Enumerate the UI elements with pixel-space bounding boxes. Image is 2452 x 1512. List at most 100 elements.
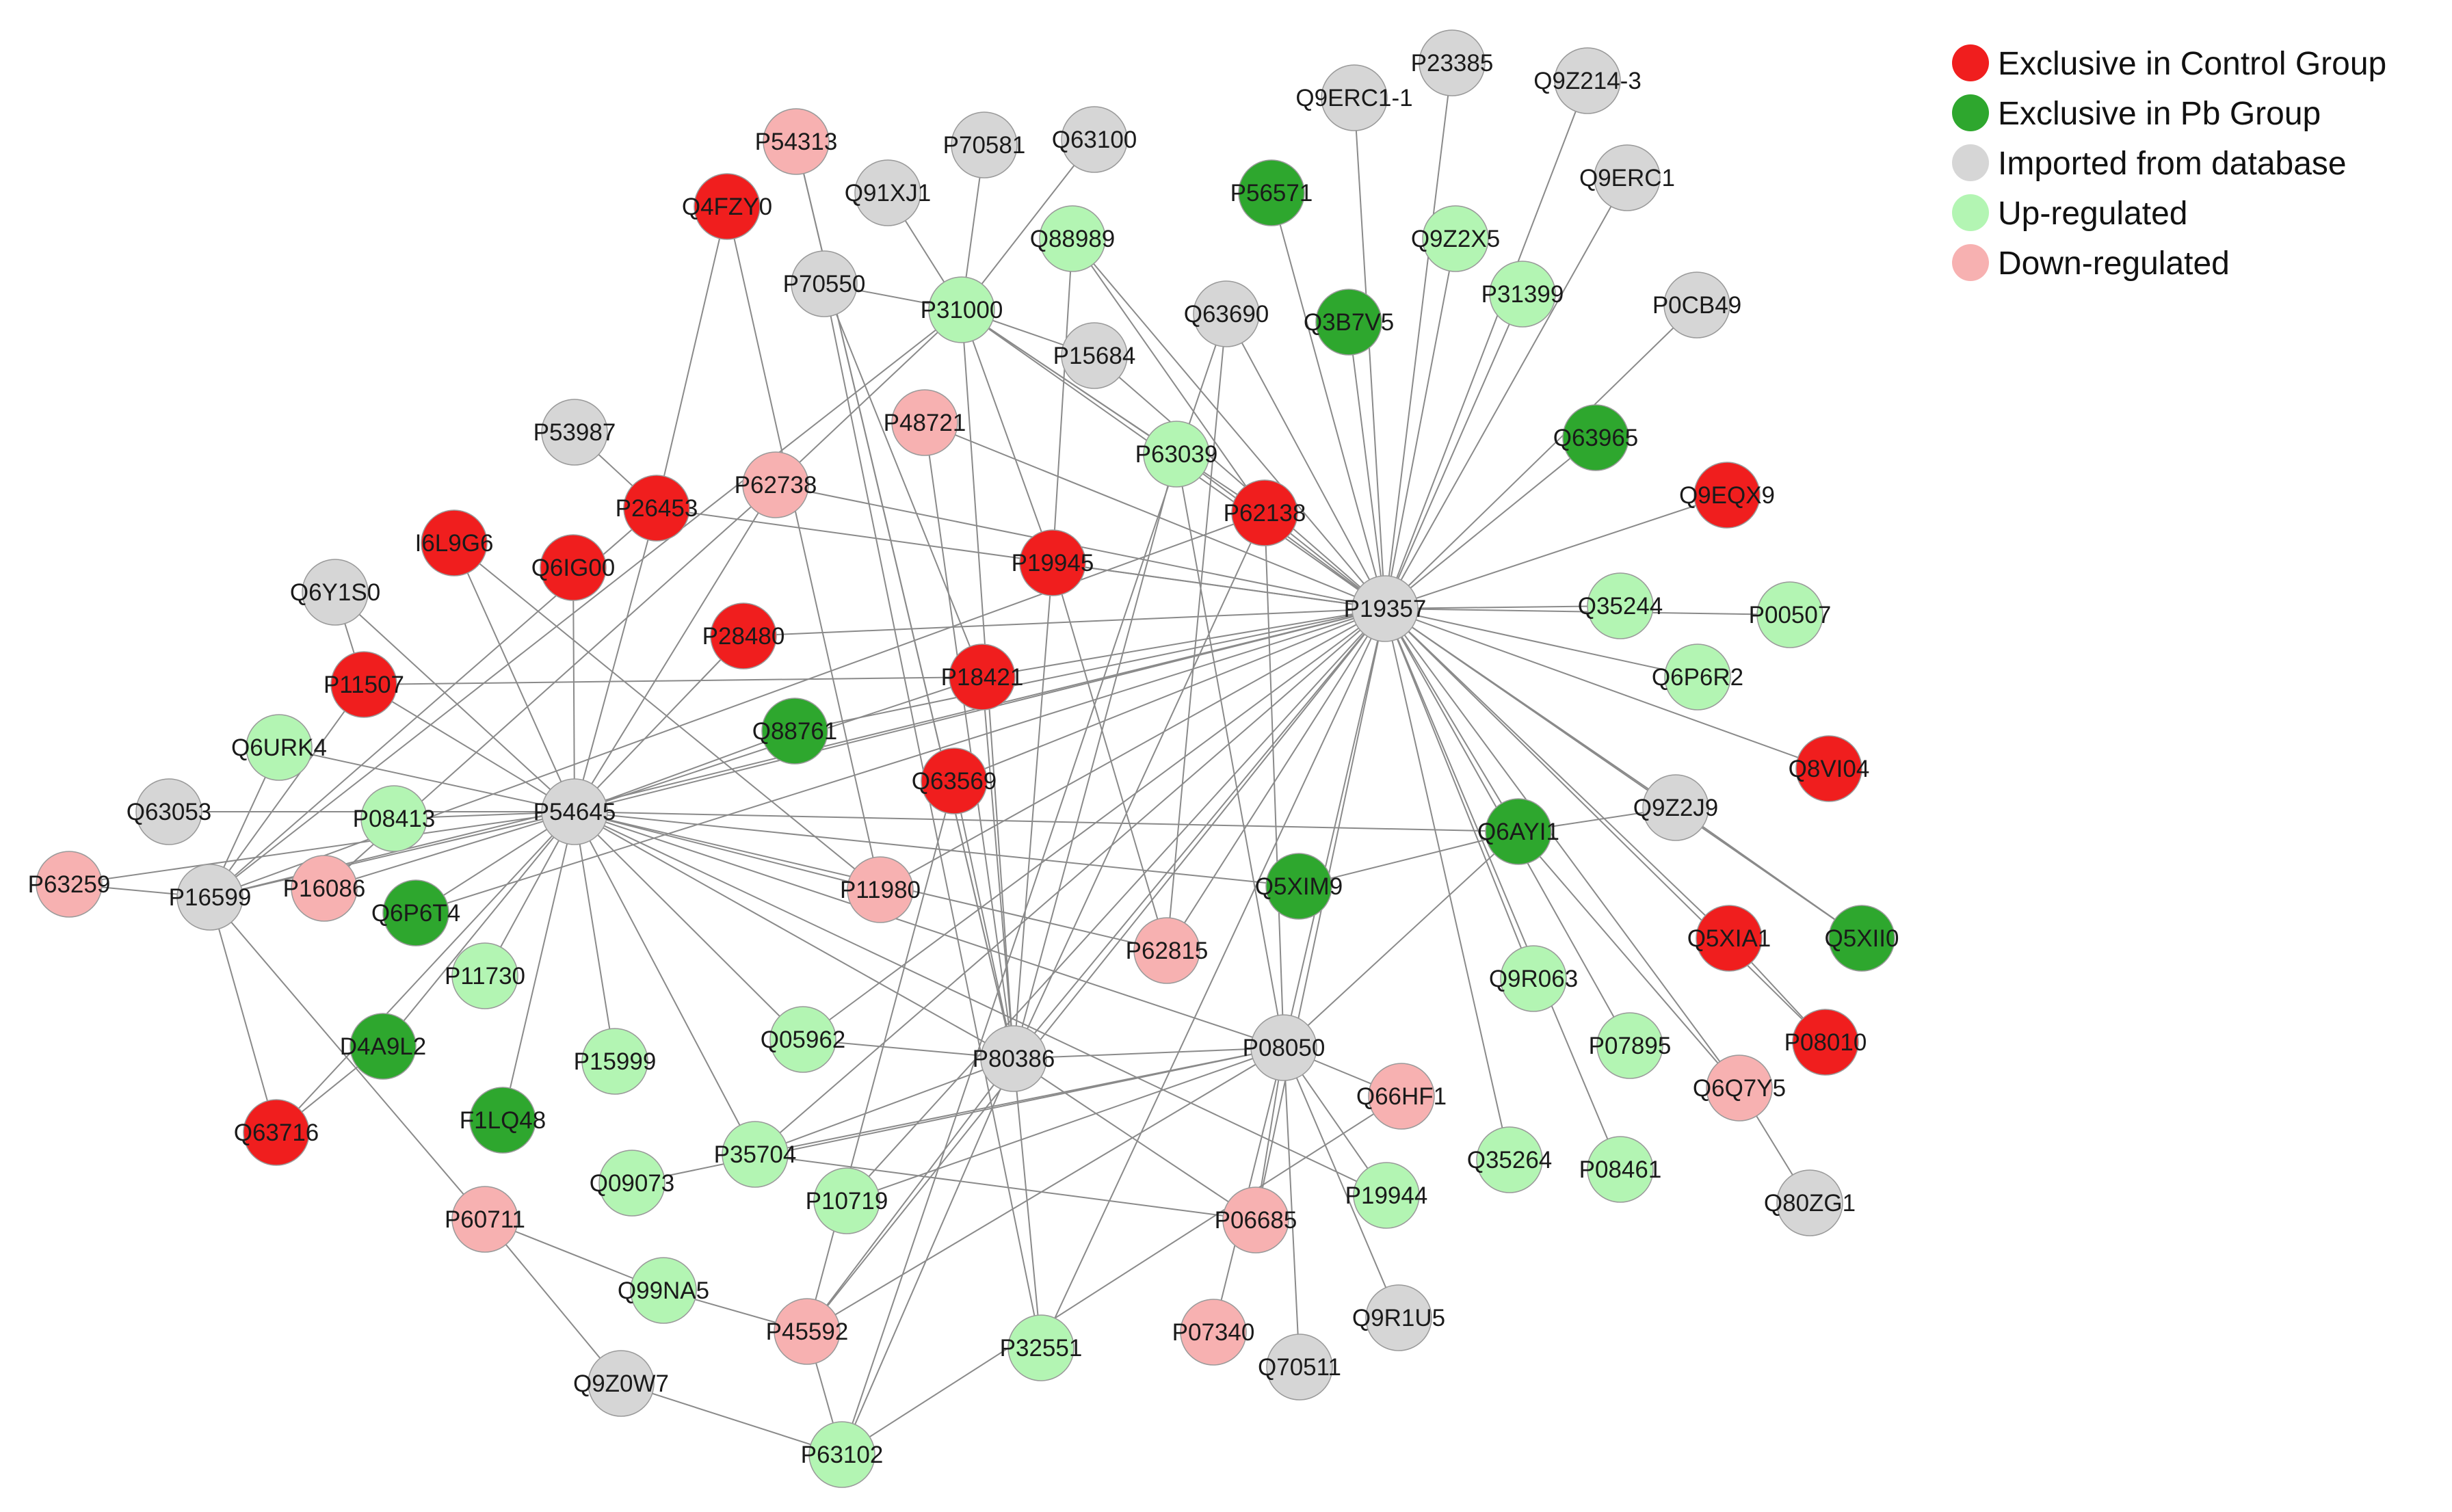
- edge-P54645-F1LQ48: [502, 811, 575, 1121]
- node-P08010[interactable]: P08010: [1784, 1009, 1867, 1076]
- node-P35704[interactable]: P35704: [714, 1121, 797, 1188]
- node-Q6Y1S0[interactable]: Q6Y1S0: [290, 559, 380, 626]
- node-P60711[interactable]: P60711: [445, 1186, 525, 1253]
- node-Q91XJ1[interactable]: Q91XJ1: [845, 159, 931, 226]
- node-Q9EQX9[interactable]: Q9EQX9: [1679, 462, 1775, 529]
- node-Q63716[interactable]: Q63716: [234, 1099, 319, 1166]
- node-P62815[interactable]: P62815: [1126, 917, 1209, 984]
- node-P07895[interactable]: P07895: [1589, 1012, 1672, 1079]
- node-D4A9L2[interactable]: D4A9L2: [340, 1013, 426, 1080]
- node-Q6URK4[interactable]: Q6URK4: [231, 714, 327, 781]
- node-Q5XII0[interactable]: Q5XII0: [1825, 905, 1899, 972]
- node-P28480[interactable]: P28480: [702, 602, 785, 669]
- node-P53987[interactable]: P53987: [533, 399, 616, 466]
- node-P16599[interactable]: P16599: [169, 864, 252, 931]
- node-Q9Z0W7[interactable]: Q9Z0W7: [573, 1350, 669, 1417]
- node-Q63053[interactable]: Q63053: [127, 778, 212, 845]
- node-P32551[interactable]: P32551: [1000, 1314, 1083, 1381]
- node-Q6AYI1[interactable]: Q6AYI1: [1477, 798, 1559, 865]
- node-Q05962[interactable]: Q05962: [761, 1006, 846, 1073]
- edge-P19357-P0CB49: [1384, 304, 1698, 609]
- node-Q9R1U5[interactable]: Q9R1U5: [1352, 1284, 1445, 1351]
- node-P62138[interactable]: P62138: [1224, 479, 1306, 546]
- node-P45592[interactable]: P45592: [766, 1298, 849, 1365]
- node-Q9ERC1-1[interactable]: Q9ERC1-1: [1295, 64, 1413, 131]
- node-P26453[interactable]: P26453: [616, 475, 698, 542]
- node-Q9Z2J9[interactable]: Q9Z2J9: [1633, 774, 1719, 841]
- node-Q63100[interactable]: Q63100: [1052, 106, 1137, 173]
- node-P56571[interactable]: P56571: [1230, 159, 1313, 226]
- node-P0CB49[interactable]: P0CB49: [1652, 271, 1741, 339]
- node-P15684[interactable]: P15684: [1053, 322, 1136, 389]
- node-Q6IG00[interactable]: Q6IG00: [531, 534, 616, 601]
- node-circle: [1587, 572, 1654, 639]
- node-Q63690[interactable]: Q63690: [1184, 280, 1269, 347]
- node-Q9ERC1[interactable]: Q9ERC1: [1579, 144, 1675, 211]
- node-P23385[interactable]: P23385: [1411, 29, 1494, 96]
- node-P08461[interactable]: P08461: [1579, 1136, 1662, 1203]
- node-Q66HF1[interactable]: Q66HF1: [1356, 1063, 1447, 1130]
- node-Q63569[interactable]: Q63569: [912, 747, 997, 814]
- node-P80386[interactable]: P80386: [973, 1025, 1055, 1092]
- node-P54645[interactable]: P54645: [533, 778, 616, 845]
- node-Q6P6T4[interactable]: Q6P6T4: [371, 879, 460, 946]
- node-Q70511[interactable]: Q70511: [1258, 1334, 1341, 1401]
- node-P31000[interactable]: P31000: [921, 276, 1003, 343]
- node-Q9R063[interactable]: Q9R063: [1489, 945, 1578, 1012]
- node-P62738[interactable]: P62738: [735, 451, 817, 518]
- node-P06685[interactable]: P06685: [1215, 1186, 1297, 1254]
- node-P11507[interactable]: P11507: [324, 651, 404, 718]
- node-P19357[interactable]: P19357: [1344, 575, 1427, 642]
- node-P07340[interactable]: P07340: [1172, 1299, 1255, 1366]
- node-P70581[interactable]: P70581: [943, 111, 1026, 178]
- node-P70550[interactable]: P70550: [783, 250, 866, 317]
- node-Q5XIA1[interactable]: Q5XIA1: [1687, 905, 1771, 972]
- node-P63102[interactable]: P63102: [801, 1421, 884, 1488]
- node-Q99NA5[interactable]: Q99NA5: [618, 1257, 709, 1324]
- node-Q88761[interactable]: Q88761: [752, 698, 838, 765]
- node-Q6Q7Y5[interactable]: Q6Q7Y5: [1693, 1055, 1786, 1122]
- node-Q9Z2X5[interactable]: Q9Z2X5: [1411, 205, 1500, 272]
- edge-P54645-P63259: [68, 811, 575, 885]
- node-Q5XIM9[interactable]: Q5XIM9: [1255, 853, 1343, 920]
- node-label: Q5XIM9: [1255, 873, 1343, 900]
- edge-P19357-P06685: [1255, 608, 1386, 1221]
- node-Q35244[interactable]: Q35244: [1578, 572, 1663, 639]
- node-P18421[interactable]: P18421: [941, 644, 1024, 711]
- node-Q9Z214-3[interactable]: Q9Z214-3: [1533, 47, 1642, 114]
- node-circle: [1664, 644, 1731, 711]
- node-P31399[interactable]: P31399: [1481, 261, 1564, 328]
- node-Q80ZG1[interactable]: Q80ZG1: [1764, 1169, 1856, 1236]
- node-P16086[interactable]: P16086: [283, 855, 366, 922]
- node-P63039[interactable]: P63039: [1135, 421, 1218, 488]
- node-Q88989[interactable]: Q88989: [1030, 205, 1116, 272]
- node-circle: [451, 942, 518, 1009]
- legend-label: Exclusive in Control Group: [1998, 46, 2386, 82]
- node-P19944[interactable]: P19944: [1345, 1162, 1428, 1229]
- node-Q8VI04[interactable]: Q8VI04: [1789, 735, 1870, 802]
- node-circle: [1485, 798, 1552, 865]
- node-P63259[interactable]: P63259: [28, 851, 111, 918]
- node-P11980[interactable]: P11980: [840, 856, 921, 923]
- node-I6L9G6[interactable]: I6L9G6: [415, 509, 494, 576]
- node-Q6P6R2[interactable]: Q6P6R2: [1652, 644, 1743, 711]
- node-Q4FZY0[interactable]: Q4FZY0: [682, 173, 772, 240]
- edge-P08050-P45592: [806, 1047, 1284, 1332]
- node-label: P45592: [766, 1318, 849, 1345]
- node-P08050[interactable]: P08050: [1243, 1014, 1326, 1081]
- edge-P54645-Q6Y1S0: [334, 592, 575, 812]
- node-P08413[interactable]: P08413: [353, 785, 436, 852]
- edge-I6L9G6-P11980: [453, 542, 881, 890]
- node-F1LQ48[interactable]: F1LQ48: [460, 1087, 546, 1154]
- node-Q09073[interactable]: Q09073: [590, 1150, 675, 1217]
- node-P00507[interactable]: P00507: [1749, 581, 1832, 648]
- node-P48721[interactable]: P48721: [884, 389, 966, 456]
- node-P11730[interactable]: P11730: [445, 942, 525, 1009]
- node-Q3B7V5[interactable]: Q3B7V5: [1304, 289, 1394, 356]
- node-Q35264[interactable]: Q35264: [1467, 1126, 1553, 1193]
- node-Q63965[interactable]: Q63965: [1553, 404, 1639, 471]
- node-P54313[interactable]: P54313: [755, 108, 838, 175]
- node-P15999[interactable]: P15999: [574, 1028, 657, 1095]
- node-P10719[interactable]: P10719: [806, 1167, 888, 1234]
- node-P19945[interactable]: P19945: [1012, 529, 1094, 596]
